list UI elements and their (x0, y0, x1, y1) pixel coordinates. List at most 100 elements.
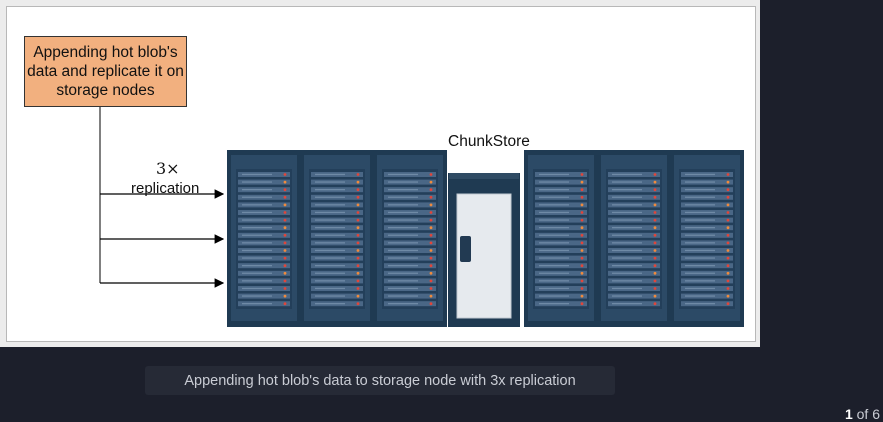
drive-led (283, 264, 287, 268)
hot-blob-callout: Appending hot blob's data and replicate … (24, 36, 187, 107)
drive-bezel (315, 234, 345, 236)
drive-bezel (315, 295, 345, 297)
drive-led (726, 188, 730, 192)
drive-bezel (612, 287, 642, 290)
drive-led (283, 256, 287, 260)
drive-led (283, 218, 287, 222)
drive-led (726, 294, 730, 298)
drive-bezel (539, 204, 569, 206)
drive-led (580, 249, 584, 252)
drive-led (653, 203, 657, 207)
drive-bezel (685, 249, 715, 252)
drive-bezel (315, 227, 345, 229)
drive-led (429, 287, 433, 290)
drive-bezel (388, 189, 418, 191)
drive-led (356, 195, 360, 199)
drive-led (429, 218, 433, 222)
server-rack (670, 150, 744, 327)
drive-bezel (315, 242, 345, 244)
drive-led (653, 294, 657, 298)
replication-arrows (99, 101, 225, 288)
rack-bay (236, 169, 292, 309)
drive-led (283, 226, 287, 230)
drive-led (429, 226, 433, 230)
rack-bay (533, 169, 589, 309)
drive-led (653, 287, 657, 290)
drive-led (283, 279, 287, 283)
drive-led (356, 233, 360, 237)
drive-led (653, 256, 657, 260)
drive-led (726, 302, 730, 306)
drive-bezel (612, 295, 642, 297)
drive-led (653, 279, 657, 283)
drive-bezel (539, 196, 569, 198)
drive-led (283, 180, 287, 184)
drive-led (429, 279, 433, 283)
drive-led (726, 218, 730, 222)
drive-led (580, 233, 584, 237)
drive-led (653, 211, 657, 214)
drive-led (356, 218, 360, 222)
drive-led (580, 264, 584, 268)
rack-bay (382, 169, 438, 309)
drive-led (356, 271, 360, 275)
drive-led (283, 249, 287, 252)
replication-factor-label: 3× (156, 159, 180, 178)
drive-led (726, 195, 730, 199)
drive-led (653, 302, 657, 306)
drive-bezel (612, 249, 642, 252)
drive-bezel (315, 204, 345, 206)
drive-bezel (242, 204, 272, 206)
drive-led (653, 195, 657, 199)
drive-led (356, 287, 360, 290)
drive-bezel (388, 242, 418, 244)
drive-bezel (388, 249, 418, 252)
drive-bezel (388, 227, 418, 229)
drive-bezel (539, 211, 569, 214)
drive-bezel (315, 280, 345, 282)
drive-led (653, 173, 657, 176)
drive-led (580, 188, 584, 192)
drive-led (283, 294, 287, 298)
drive-bezel (685, 295, 715, 297)
drive-bezel (388, 211, 418, 214)
drive-bezel (612, 242, 642, 244)
drive-bezel (685, 227, 715, 229)
drive-led (726, 249, 730, 252)
drive-bezel (315, 219, 345, 221)
drive-bezel (685, 303, 715, 305)
drive-led (726, 271, 730, 275)
drive-bezel (685, 287, 715, 290)
server-rack (373, 150, 447, 327)
drive-bezel (539, 219, 569, 221)
drive-bezel (242, 181, 272, 183)
drive-bezel (539, 257, 569, 259)
drive-bezel (539, 242, 569, 244)
drive-led (356, 226, 360, 230)
drive-led (356, 294, 360, 298)
cabinet-top (449, 173, 519, 179)
drive-led (653, 218, 657, 222)
drive-led (580, 256, 584, 260)
drive-led (283, 195, 287, 199)
drive-bezel (539, 295, 569, 297)
pager-current: 1 (844, 406, 853, 422)
drive-bezel (612, 257, 642, 259)
drive-bezel (685, 272, 715, 274)
drive-bezel (388, 257, 418, 259)
drive-bezel (242, 265, 272, 267)
drive-bezel (685, 196, 715, 198)
slide-frame: Appending hot blob's data and replicate … (0, 0, 760, 347)
drive-bezel (388, 181, 418, 183)
drive-bezel (242, 173, 272, 176)
drive-bezel (612, 265, 642, 267)
chunkstore-servers (227, 150, 744, 327)
drive-led (356, 256, 360, 260)
drive-led (429, 233, 433, 237)
drive-led (726, 256, 730, 260)
drive-bezel (685, 204, 715, 206)
drive-led (429, 256, 433, 260)
drive-bezel (388, 303, 418, 305)
drive-bezel (539, 287, 569, 290)
drive-led (356, 264, 360, 268)
